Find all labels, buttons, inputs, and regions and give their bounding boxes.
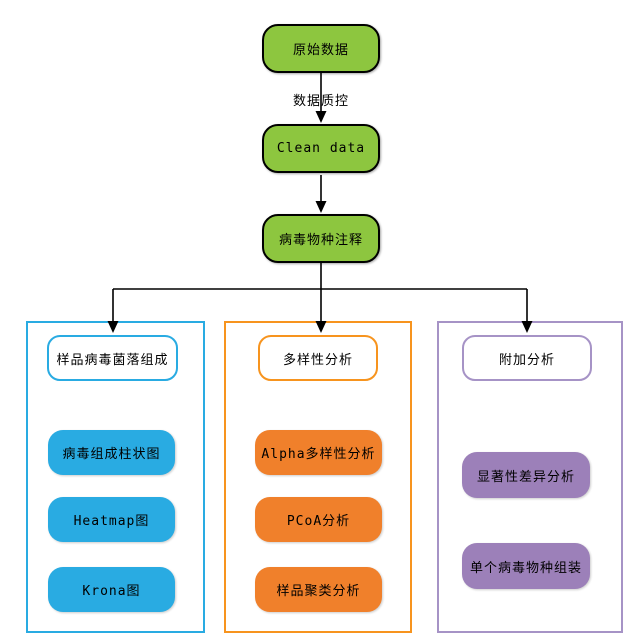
arrowhead-to-clean — [315, 111, 327, 123]
item-virus-composition-barplot: 病毒组成柱状图 — [48, 430, 175, 475]
item-alpha-diversity: Alpha多样性分析 — [255, 430, 382, 475]
item-pcoa: PCoA分析 — [255, 497, 382, 542]
item-single-virus-assembly: 单个病毒物种组装 — [462, 543, 590, 589]
item-krona: Krona图 — [48, 567, 175, 612]
arrowhead-to-annotation — [315, 201, 327, 213]
item-heatmap: Heatmap图 — [48, 497, 175, 542]
group-header-community-composition: 样品病毒菌落组成 — [47, 335, 178, 381]
edge-label-qc: 数据质控 — [292, 94, 349, 109]
flow-node-virus-annotation: 病毒物种注释 — [262, 214, 380, 263]
flow-node-clean-data: Clean data — [262, 124, 380, 173]
group-header-diversity: 多样性分析 — [258, 335, 378, 381]
group-header-additional: 附加分析 — [462, 335, 592, 381]
item-sample-clustering: 样品聚类分析 — [255, 567, 382, 612]
item-significant-difference: 显著性差异分析 — [462, 452, 590, 498]
flow-node-raw-data: 原始数据 — [262, 24, 380, 73]
